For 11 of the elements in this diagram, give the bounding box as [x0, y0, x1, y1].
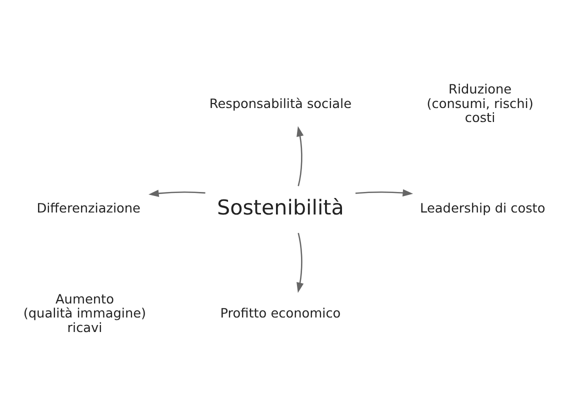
node-text: Profitto economico — [220, 306, 341, 322]
node-text: Differenziazione — [36, 201, 140, 216]
node-text: Responsabilità sociale — [209, 96, 352, 112]
node-text: Sostenibilità — [217, 194, 344, 219]
arrow — [296, 126, 304, 186]
node-text: Leadership di costo — [420, 201, 546, 216]
label: Riduzione (consumi, rischi) costi — [426, 82, 534, 126]
arrow — [296, 232, 304, 292]
label: Aumento (qualità immagine) ricavi — [23, 292, 146, 336]
arrow — [355, 188, 414, 196]
arrow — [148, 189, 206, 196]
